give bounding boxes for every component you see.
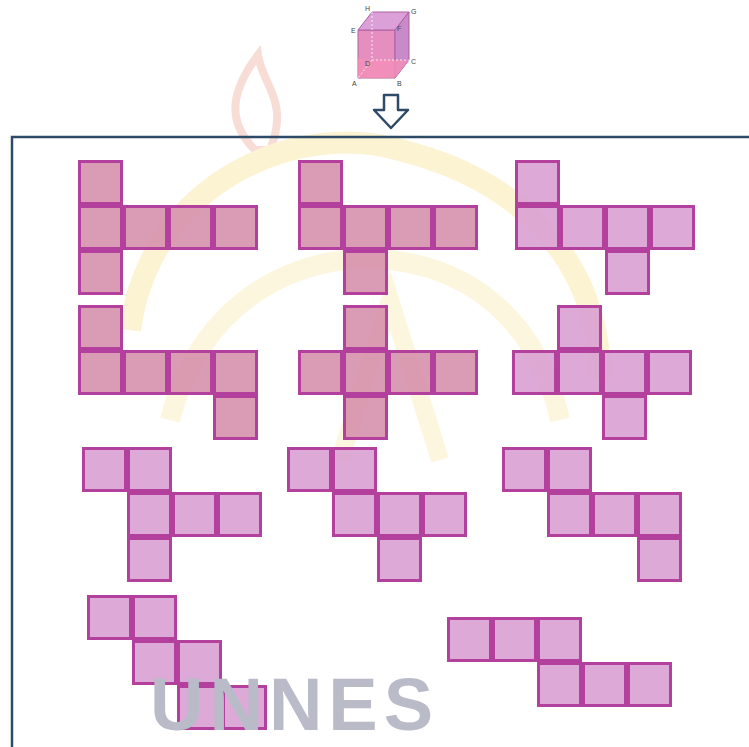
net-face bbox=[584, 664, 626, 706]
vertex-label: G bbox=[411, 8, 416, 15]
net-face bbox=[514, 352, 556, 394]
net-face bbox=[300, 207, 342, 249]
net-face bbox=[345, 252, 387, 294]
net-face bbox=[80, 162, 122, 204]
net-face bbox=[639, 494, 681, 536]
net-face bbox=[129, 494, 171, 536]
net-face bbox=[652, 207, 694, 249]
net-face bbox=[215, 207, 257, 249]
vertex-label: E bbox=[351, 27, 356, 34]
cube-nets bbox=[80, 162, 694, 729]
cube-net bbox=[80, 307, 257, 439]
net-face bbox=[504, 449, 546, 491]
net-face bbox=[549, 449, 591, 491]
net-face bbox=[594, 494, 636, 536]
net-face bbox=[125, 352, 167, 394]
down-arrow bbox=[374, 95, 408, 128]
cube-net bbox=[300, 162, 477, 294]
net-face bbox=[80, 207, 122, 249]
net-face bbox=[539, 664, 581, 706]
net-face bbox=[424, 494, 466, 536]
net-face bbox=[604, 352, 646, 394]
vertex-label: A bbox=[352, 80, 357, 87]
cube-net bbox=[289, 449, 466, 581]
cube-net bbox=[84, 449, 261, 581]
net-face bbox=[345, 207, 387, 249]
net-face bbox=[89, 597, 131, 639]
net-face bbox=[345, 352, 387, 394]
net-face bbox=[80, 352, 122, 394]
net-face bbox=[435, 207, 477, 249]
net-face bbox=[345, 397, 387, 439]
vertex-label: F bbox=[397, 25, 401, 32]
net-face bbox=[607, 252, 649, 294]
net-face bbox=[134, 597, 176, 639]
net-face bbox=[170, 207, 212, 249]
net-face bbox=[80, 307, 122, 349]
net-face bbox=[559, 307, 601, 349]
net-face bbox=[559, 352, 601, 394]
cube-net bbox=[504, 449, 681, 581]
net-face bbox=[345, 307, 387, 349]
logo-peak bbox=[340, 300, 440, 460]
net-face bbox=[129, 449, 171, 491]
net-face bbox=[604, 397, 646, 439]
vertex-label: C bbox=[411, 58, 416, 65]
net-face bbox=[334, 449, 376, 491]
cube-net bbox=[80, 162, 257, 294]
net-face bbox=[80, 252, 122, 294]
net-face bbox=[517, 162, 559, 204]
vertex-label: D bbox=[365, 60, 370, 67]
net-face bbox=[219, 494, 261, 536]
cube-net bbox=[300, 307, 477, 439]
net-face bbox=[562, 207, 604, 249]
vertex-label: B bbox=[397, 80, 402, 87]
net-face bbox=[435, 352, 477, 394]
net-face bbox=[639, 539, 681, 581]
net-face bbox=[170, 352, 212, 394]
cube-net bbox=[517, 162, 694, 294]
net-face bbox=[607, 207, 649, 249]
net-face bbox=[449, 619, 491, 661]
net-face bbox=[390, 352, 432, 394]
net-face bbox=[129, 539, 171, 581]
net-face bbox=[517, 207, 559, 249]
net-face bbox=[300, 352, 342, 394]
net-face bbox=[629, 664, 671, 706]
cube-net bbox=[449, 619, 671, 706]
net-face bbox=[379, 539, 421, 581]
net-face bbox=[390, 207, 432, 249]
cube bbox=[358, 12, 409, 78]
net-face bbox=[125, 207, 167, 249]
net-face bbox=[300, 162, 342, 204]
watermark: UNNES bbox=[150, 668, 439, 742]
net-face bbox=[539, 619, 581, 661]
panel-frame bbox=[12, 137, 749, 747]
net-face bbox=[649, 352, 691, 394]
hidden-edges bbox=[358, 12, 409, 78]
net-face bbox=[494, 619, 536, 661]
net-face bbox=[549, 494, 591, 536]
net-face bbox=[174, 494, 216, 536]
vertex-label: H bbox=[365, 5, 370, 12]
net-face bbox=[215, 397, 257, 439]
net-face bbox=[84, 449, 126, 491]
net-face bbox=[289, 449, 331, 491]
cube-net bbox=[514, 307, 691, 439]
cube-bottom bbox=[358, 58, 409, 78]
watermark-logo bbox=[130, 55, 600, 460]
net-face bbox=[215, 352, 257, 394]
net-face bbox=[379, 494, 421, 536]
net-face bbox=[334, 494, 376, 536]
